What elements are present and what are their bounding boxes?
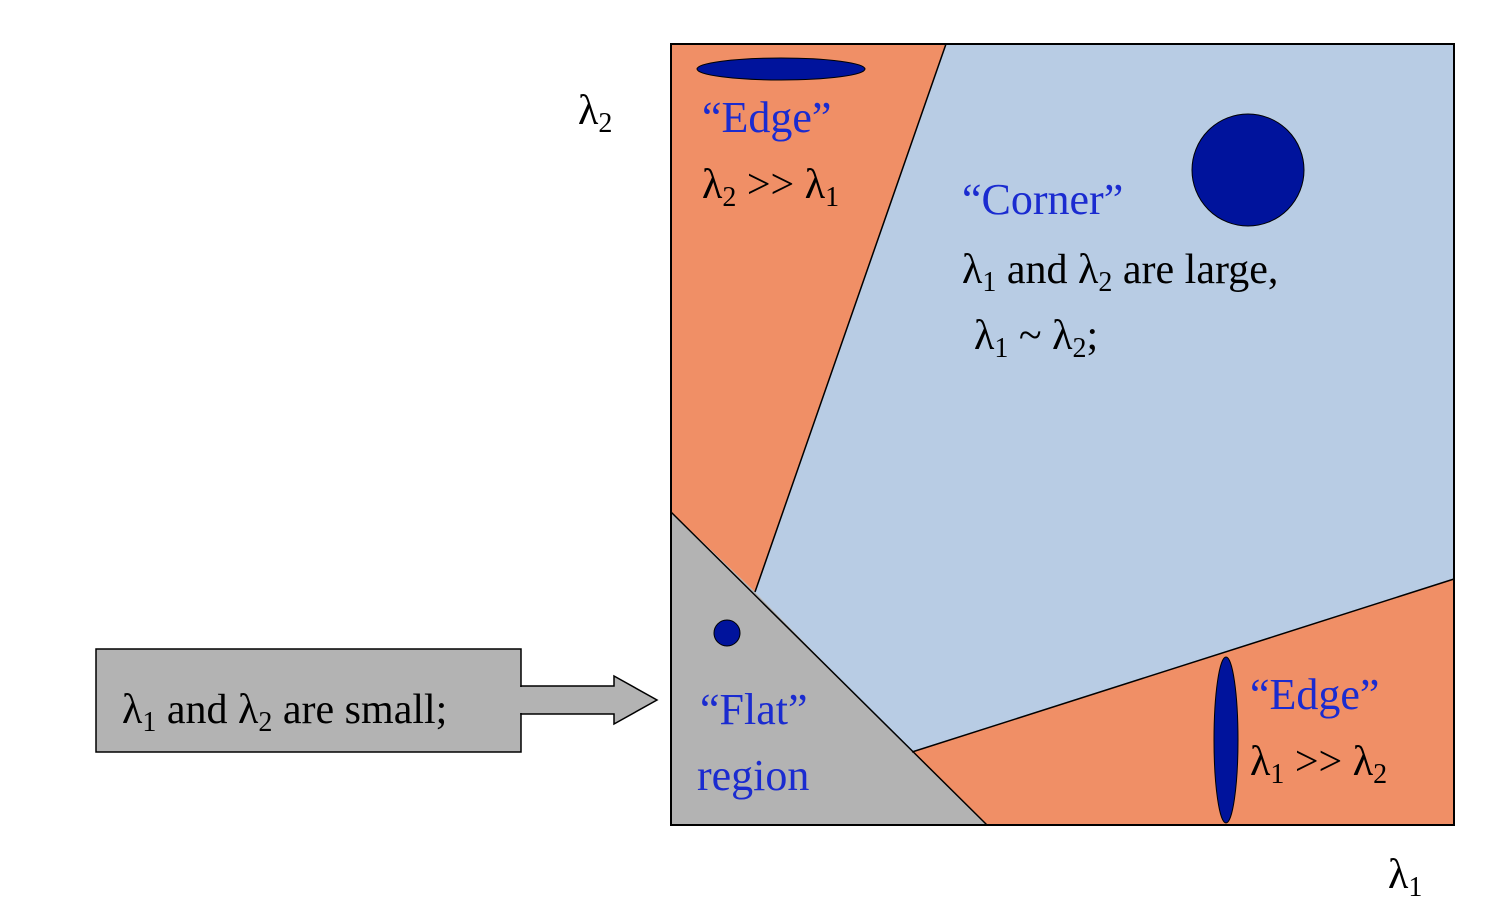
- callout-box: [95, 648, 522, 753]
- horizontal-ellipse: [696, 57, 866, 81]
- edge-region-bottom: [912, 579, 1454, 825]
- corner-line2: λ1 ~ λ2;: [974, 313, 1098, 364]
- edge-bottom-title: “Edge”: [1250, 670, 1379, 719]
- corner-line1: λ1 and λ2 are large,: [962, 247, 1278, 298]
- plot-frame: [670, 43, 1455, 826]
- region-boundaries: [670, 43, 1455, 826]
- y-axis-label: λ2: [578, 88, 612, 139]
- small-circle: [713, 619, 741, 647]
- corner-region: [755, 44, 1454, 752]
- callout-text: λ1 and λ2 are small;: [122, 687, 447, 738]
- x-axis-label: λ1: [1388, 852, 1422, 903]
- edge-top-title: “Edge”: [702, 93, 831, 142]
- flat-title: “Flat”: [700, 685, 808, 734]
- corner-title: “Corner”: [962, 175, 1123, 224]
- flat-subtitle: region: [697, 751, 809, 800]
- edge-top-relation: λ2 >> λ1: [702, 162, 839, 213]
- edge-region-top: [671, 44, 946, 592]
- callout-arrow: [520, 674, 659, 726]
- large-circle: [1191, 113, 1305, 227]
- callout-arrow-joint: [518, 687, 524, 713]
- vertical-ellipse: [1213, 656, 1239, 824]
- edge-bottom-relation: λ1 >> λ2: [1250, 739, 1387, 790]
